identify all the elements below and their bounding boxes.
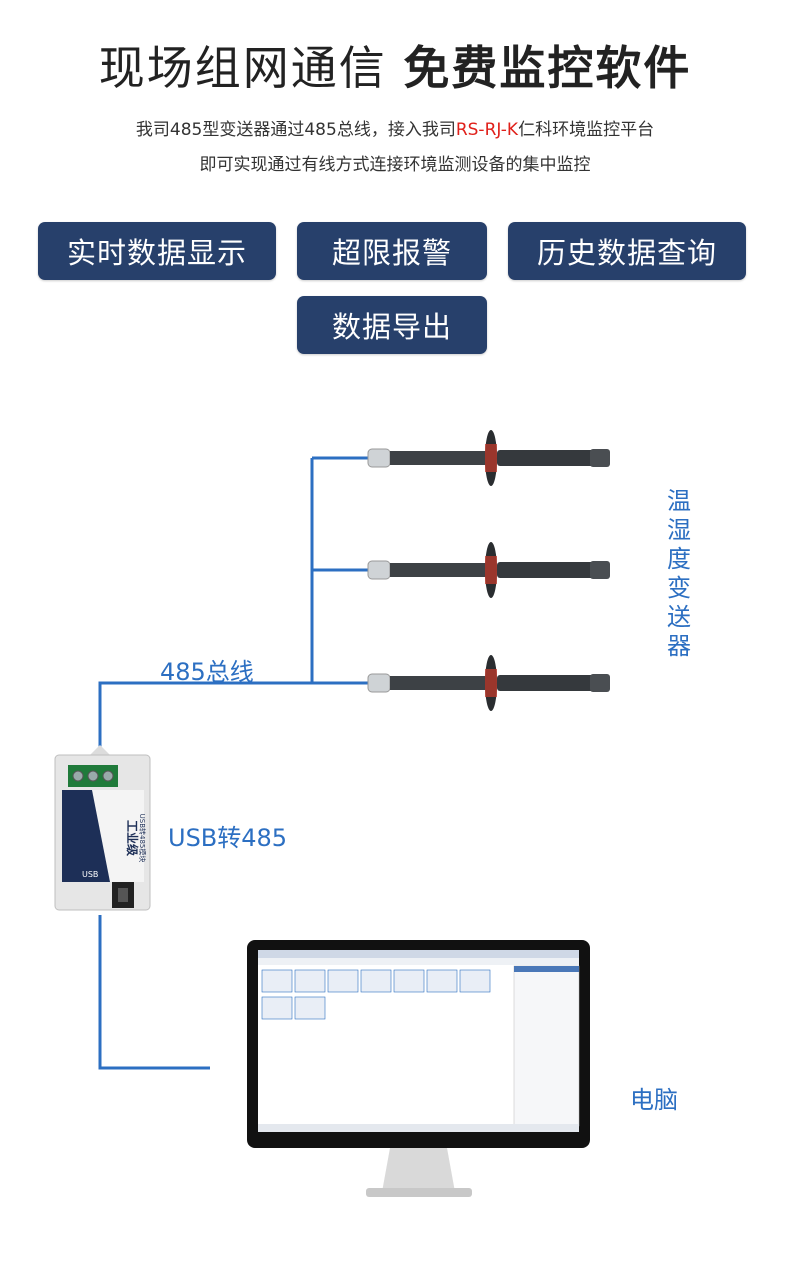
bus-label: 485总线 [160,658,254,686]
page-title: 现场组网通信 免费监控软件 [0,32,790,98]
sensor-label: 温湿度变送器 [667,487,691,660]
description-line-1: 我司485型变送器通过485总线，接入我司RS-RJ-K仁科环境监控平台 [135,120,655,140]
computer-monitor [247,940,590,1197]
feature-over-limit-alarm: 超限报警 [297,222,487,280]
brand-name: RS-RJ-K [455,120,519,140]
module-model-text: USB转485模块 [138,814,147,863]
sensor-3 [367,655,610,711]
rs485-bus-wires [98,456,372,1070]
feature-realtime-display: 实时数据显示 [38,222,276,280]
sensor-2 [367,542,610,598]
module-brand-text: 工业级 [125,820,140,856]
description-line-2: 即可实现通过有线方式连接环境监测设备的集中监控 [199,155,591,175]
title-bold: 免费监控软件 [403,41,692,95]
feature-data-export: 数据导出 [297,296,487,354]
title-light: 现场组网通信 [98,41,387,95]
feature-history-query: 历史数据查询 [508,222,746,280]
module-usb-text: USB [82,870,98,879]
computer-label: 电脑 [630,1086,678,1114]
usb-485-converter: 工业级 USB转485模块 USB [54,745,151,911]
converter-label: USB转485 [168,824,288,852]
sensor-1 [367,430,610,486]
